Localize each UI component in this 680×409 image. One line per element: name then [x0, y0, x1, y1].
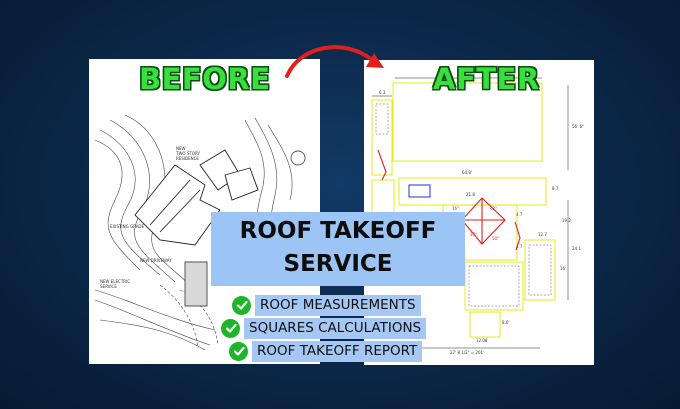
house-outline	[134, 149, 306, 307]
svg-text:56' 6": 56' 6"	[572, 124, 584, 129]
svg-text:NEW: NEW	[176, 146, 186, 151]
svg-text:37°: 37°	[470, 232, 477, 237]
svg-text:NEW ELECTRIC: NEW ELECTRIC	[100, 279, 130, 284]
feature-text: ROOF TAKEOFF REPORT	[252, 340, 423, 362]
service-title-box: ROOF TAKEOFF SERVICE	[211, 212, 465, 286]
svg-text:50°: 50°	[492, 236, 499, 241]
svg-text:4.7: 4.7	[516, 212, 523, 217]
svg-text:24.1: 24.1	[572, 246, 581, 251]
check-circle-icon	[232, 295, 251, 315]
check-circle-icon	[229, 341, 248, 361]
svg-text:21.8: 21.8	[466, 192, 475, 197]
svg-text:EXISTING GRADE: EXISTING GRADE	[110, 224, 145, 229]
svg-text:8.7: 8.7	[552, 186, 559, 191]
before-label: BEFORE	[139, 62, 271, 96]
svg-text:NEW DRIVEWAY: NEW DRIVEWAY	[140, 258, 172, 263]
svg-text:16°: 16°	[452, 206, 459, 211]
svg-text:6.3: 6.3	[379, 90, 386, 95]
svg-text:12.08: 12.08	[476, 338, 488, 343]
feature-text: SQUARES CALCULATIONS	[244, 317, 427, 339]
feature-text: ROOF MEASUREMENTS	[255, 294, 421, 316]
feature-item-squares-calculations: SQUARES CALCULATIONS	[221, 317, 427, 339]
svg-text:27' 8 1/2" = 201': 27' 8 1/2" = 201'	[450, 350, 484, 355]
svg-text:19.2: 19.2	[562, 218, 571, 223]
check-circle-icon	[221, 318, 240, 338]
before-to-after-arrow	[285, 45, 384, 78]
svg-text:SERVICE: SERVICE	[100, 284, 117, 289]
svg-text:64.8': 64.8'	[462, 170, 472, 175]
service-title-line-1: ROOF TAKEOFF	[239, 218, 437, 244]
site-plan-notes: NEW TWO STORY RESIDENCE EXISTING GRADE N…	[100, 146, 200, 289]
feature-item-roof-measurements: ROOF MEASUREMENTS	[232, 294, 421, 316]
svg-text:TWO STORY: TWO STORY	[175, 151, 200, 156]
feature-item-roof-takeoff-report: ROOF TAKEOFF REPORT	[229, 340, 423, 362]
svg-text:RESIDENCE: RESIDENCE	[176, 156, 199, 161]
svg-text:42°: 42°	[490, 206, 497, 211]
svg-text:12.7: 12.7	[538, 232, 547, 237]
svg-text:4.7: 4.7	[516, 244, 523, 249]
after-label: AFTER	[433, 62, 540, 96]
svg-text:8.6': 8.6'	[502, 320, 509, 325]
service-title-line-2: SERVICE	[283, 251, 393, 277]
svg-text:16': 16'	[560, 266, 566, 271]
